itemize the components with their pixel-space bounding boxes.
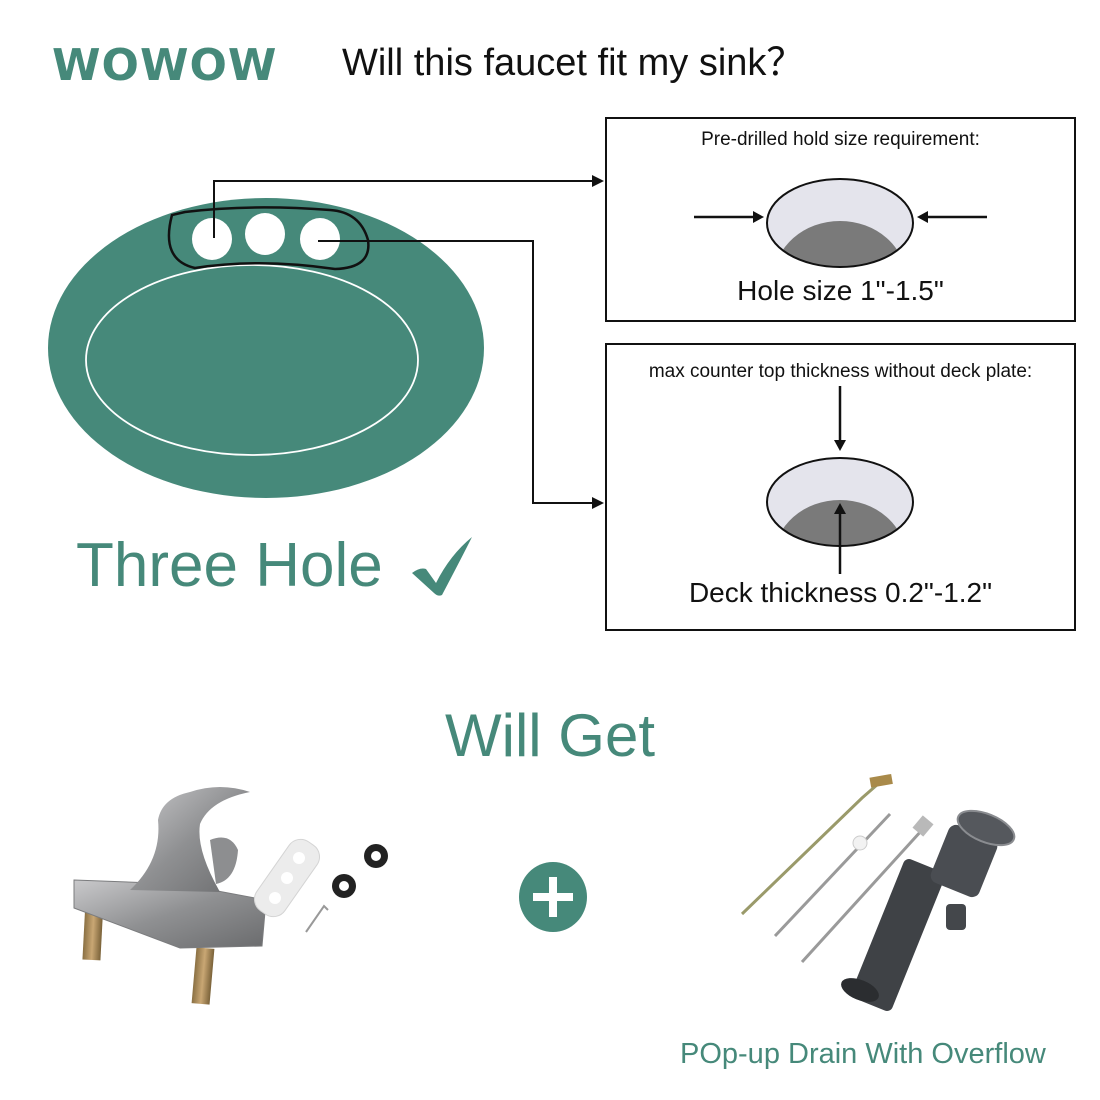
brass-stem-right <box>191 947 215 1005</box>
deck-diagram <box>766 386 914 574</box>
section-heading: Will Get <box>445 702 655 769</box>
checkmark-icon <box>412 537 472 596</box>
hole-size-caption: Pre-drilled hold size requirement: <box>701 129 980 150</box>
arrow-left-icon <box>917 211 928 223</box>
hole-size-value: Hole size 1"-1.5" <box>737 275 944 306</box>
page-title: Will this faucet fit my sink？ <box>342 42 805 84</box>
brand-logo: WOWOW <box>52 40 278 91</box>
hole-diagram <box>694 178 987 268</box>
plus-icon <box>519 862 587 932</box>
faucet-hole-1 <box>192 218 232 260</box>
drain-kit-image <box>740 773 1016 1011</box>
connector-hole-size <box>213 180 594 238</box>
arrow-down-icon <box>834 440 846 451</box>
pivot-ball <box>852 835 868 851</box>
deck-thickness-caption: max counter top thickness without deck p… <box>648 361 1033 382</box>
drain-kit-label: POp-up Drain With Overflow <box>680 1038 1046 1070</box>
arrow-head-icon <box>592 175 604 187</box>
sink-diagram <box>48 175 604 509</box>
faucet-body <box>130 787 250 892</box>
stopper-rod <box>800 828 924 964</box>
faucet-handle <box>210 837 238 884</box>
connector-deck-thickness <box>318 240 594 504</box>
deck-thickness-value: Deck thickness 0.2"-1.2" <box>688 577 993 608</box>
arrow-right-icon <box>753 211 764 223</box>
hole-size-panel: Pre-drilled hold size requirement: Hole … <box>605 117 1076 322</box>
hole-type-label: Three Hole <box>76 531 383 600</box>
deck-thickness-panel: max counter top thickness without deck p… <box>605 343 1076 631</box>
allen-key <box>305 904 329 933</box>
faucet-hole-3 <box>300 218 340 260</box>
faucet-hole-2 <box>245 213 285 255</box>
pivot-rod <box>773 812 892 938</box>
drain-body <box>841 809 1016 1011</box>
faucet-deck-outline <box>167 206 370 271</box>
sink-basin-inner <box>85 264 419 456</box>
arrow-up-icon <box>834 503 846 514</box>
faucet-kit-image <box>73 787 388 1005</box>
arrow-head-icon <box>592 497 604 509</box>
